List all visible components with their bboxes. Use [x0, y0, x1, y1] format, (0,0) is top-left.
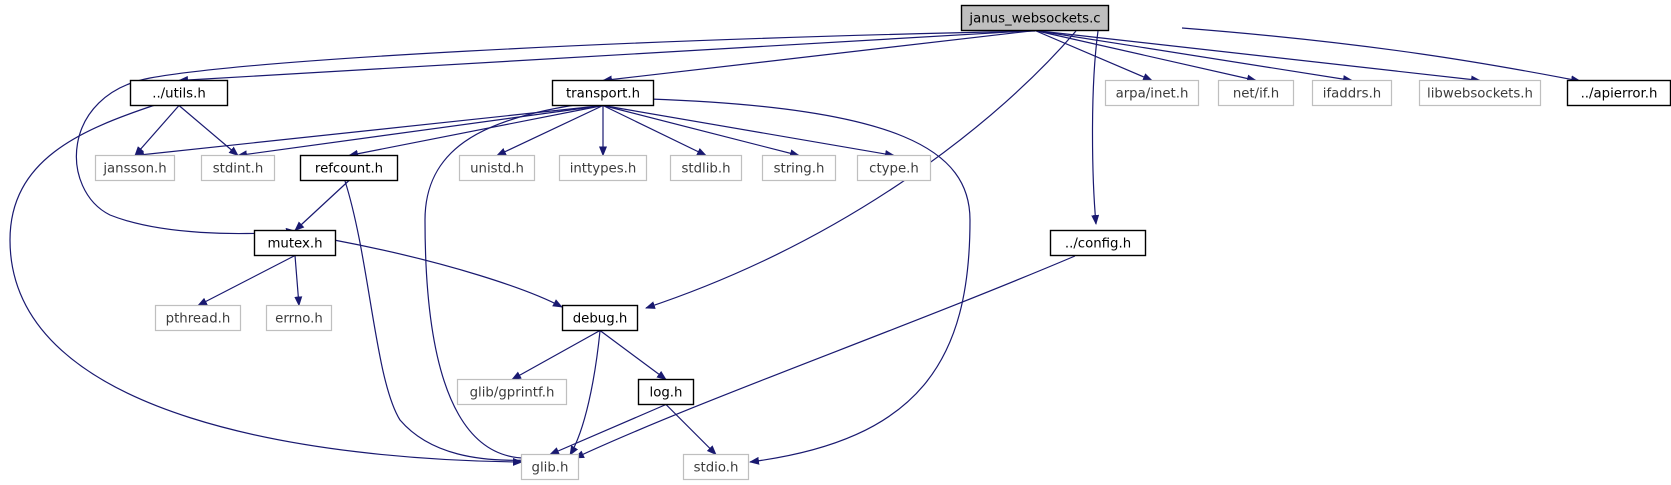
- node-glib-gprintf: glib/gprintf.h: [456, 378, 568, 406]
- node-label: stdio.h: [694, 461, 739, 476]
- edge-janus_websockets-to-net_if: [1034, 29, 1257, 83]
- node-unistd: unistd.h: [458, 154, 536, 182]
- node-label: ctype.h: [869, 162, 919, 177]
- node-string: string.h: [761, 154, 837, 182]
- node-label: errno.h: [275, 312, 323, 327]
- node-pthread: pthread.h: [154, 304, 242, 332]
- node-transport[interactable]: transport.h: [551, 79, 655, 107]
- node-errno: errno.h: [265, 304, 333, 332]
- node-log[interactable]: log.h: [637, 378, 695, 406]
- node-label: string.h: [774, 162, 825, 177]
- edge-janus_websockets-to-mutex: [75, 30, 1036, 236]
- edge-utils-to-glib: [9, 104, 523, 466]
- node-janus-websockets: janus_websockets.c: [960, 4, 1110, 32]
- edge-transport-to-jansson: [134, 104, 604, 159]
- edge-debug-to-log: [599, 330, 667, 381]
- edge-janus_websockets-to-config: [1091, 30, 1100, 225]
- node-label: ../config.h: [1065, 237, 1131, 252]
- edge-transport-to-stdlib: [602, 104, 707, 157]
- node-refcount[interactable]: refcount.h: [299, 154, 399, 182]
- node-label: janus_websockets.c: [968, 12, 1100, 27]
- edge-refcount-to-mutex: [294, 180, 350, 232]
- edge-utils-to-jansson: [134, 105, 180, 157]
- edges-layer: [9, 27, 1581, 466]
- edge-transport-to-string: [602, 104, 800, 158]
- node-label: unistd.h: [470, 162, 524, 177]
- edge-transport-to-ctype: [602, 104, 895, 158]
- node-apierror[interactable]: ../apierror.h: [1566, 79, 1671, 107]
- node-inttypes: inttypes.h: [558, 154, 648, 182]
- node-label: log.h: [650, 386, 683, 401]
- node-label: refcount.h: [315, 162, 383, 177]
- node-ctype: ctype.h: [856, 154, 932, 182]
- edge-transport-to-stdint: [237, 104, 604, 159]
- edge-janus_websockets-to-transport: [602, 29, 1036, 84]
- edge-refcount-to-glib: [344, 180, 531, 465]
- node-label: mutex.h: [267, 237, 322, 252]
- edge-debug-to-glib: [569, 330, 601, 456]
- node-utils[interactable]: ../utils.h: [129, 79, 229, 107]
- edge-transport-to-unistd: [496, 104, 604, 157]
- node-label: pthread.h: [166, 312, 231, 327]
- node-jansson: jansson.h: [94, 154, 176, 182]
- node-label: jansson.h: [102, 162, 166, 177]
- edge-log-to-stdio: [665, 404, 717, 456]
- node-label: transport.h: [566, 87, 640, 102]
- node-glib: glib.h: [520, 453, 580, 481]
- nodes-layer: janus_websockets.c ../utils.h transport.h a…: [94, 4, 1671, 481]
- node-ifaddrs: ifaddrs.h: [1311, 79, 1393, 107]
- edge-transport-to-glib: [424, 104, 576, 463]
- node-label: libwebsockets.h: [1427, 87, 1533, 102]
- edge-mutex-to-pthread: [197, 254, 296, 307]
- node-label: ../apierror.h: [1581, 87, 1658, 102]
- node-label: ../utils.h: [152, 87, 206, 102]
- node-stdio: stdio.h: [682, 453, 750, 481]
- node-arpa-inet: arpa/inet.h: [1104, 79, 1200, 107]
- node-label: debug.h: [573, 312, 628, 327]
- edge-log-to-glib: [549, 403, 667, 456]
- edge-utils-to-stdint: [178, 105, 239, 157]
- node-label: glib.h: [532, 461, 569, 476]
- node-net-if: net/if.h: [1217, 79, 1295, 107]
- edge-janus_websockets-to-arpa_inet: [1034, 29, 1153, 82]
- node-label: stdlib.h: [681, 162, 730, 177]
- edge-mutex-to-debug: [333, 239, 563, 308]
- node-label: net/if.h: [1233, 87, 1279, 102]
- edge-janus_websockets-to-ifaddrs: [1034, 29, 1353, 84]
- node-label: inttypes.h: [570, 162, 637, 177]
- edge-mutex-to-errno: [294, 255, 303, 307]
- node-label: stdint.h: [213, 162, 264, 177]
- edge-janus_websockets-to-utils: [178, 29, 1036, 84]
- node-label: glib/gprintf.h: [470, 386, 555, 401]
- edge-janus_websockets-to-apierror: [1181, 27, 1581, 84]
- edge-debug-to-glib_gprintf: [511, 329, 601, 381]
- edge-janus_websockets-to-libwebsockets: [1034, 29, 1481, 84]
- node-stdlib: stdlib.h: [669, 154, 743, 182]
- node-stdint: stdint.h: [200, 154, 276, 182]
- node-label: arpa/inet.h: [1116, 87, 1189, 102]
- node-mutex[interactable]: mutex.h: [253, 229, 337, 257]
- node-config[interactable]: ../config.h: [1049, 229, 1147, 257]
- edge-config-to-glib: [574, 255, 1076, 459]
- node-libwebsockets: libwebsockets.h: [1418, 79, 1542, 107]
- node-label: ifaddrs.h: [1323, 87, 1381, 102]
- edge-transport-to-stdio: [649, 98, 971, 465]
- node-debug[interactable]: debug.h: [561, 304, 639, 332]
- edge-transport-to-refcount: [348, 104, 604, 158]
